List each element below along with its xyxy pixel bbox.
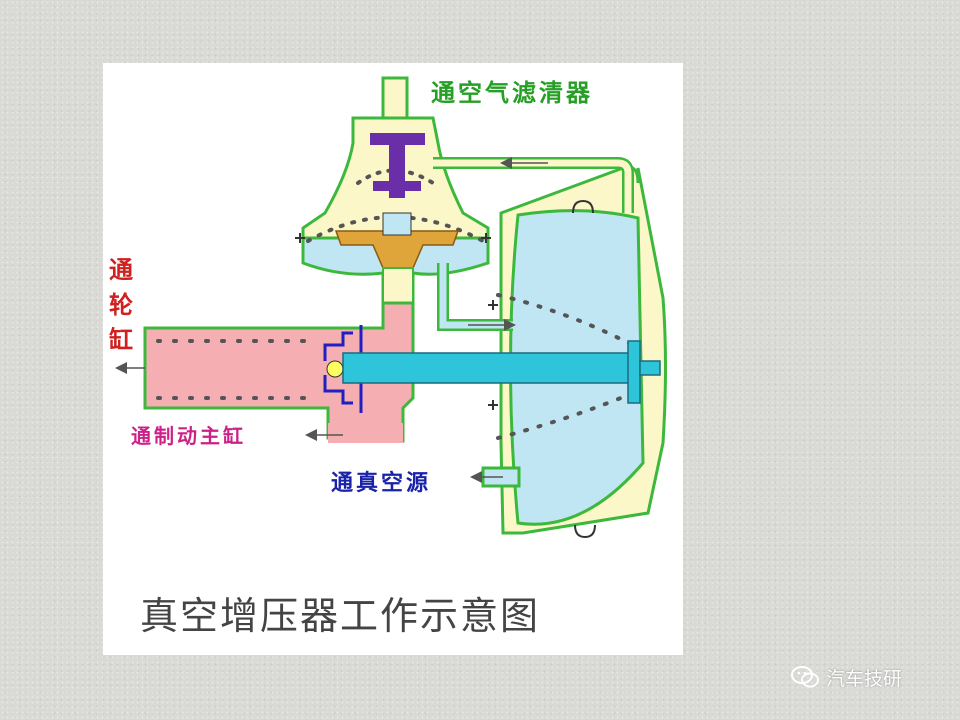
air-inlet-tube — [381, 76, 409, 120]
flange-clamps — [295, 233, 498, 410]
diaphragm-lower — [496, 391, 635, 440]
label-wheel-cylinder: 通 轮 缸 — [109, 256, 133, 354]
valve-spring — [306, 215, 485, 243]
chamber-bottom-hook — [574, 524, 596, 539]
master-outlet — [328, 423, 403, 443]
diaphragm-upper — [496, 293, 640, 350]
piston-ball — [326, 360, 344, 378]
watermark-text: 汽车技研 — [826, 667, 903, 690]
label-wheel-cylinder-2: 轮 — [109, 291, 133, 319]
piston-rod — [342, 352, 639, 384]
chamber-top-hook — [572, 199, 594, 214]
diagram-caption: 真空增压器工作示意图 — [139, 594, 540, 638]
rod-end-nut — [639, 360, 661, 376]
watermark: 汽车技研 — [790, 662, 902, 692]
valve-plunger — [382, 212, 412, 236]
label-wheel-cylinder-3: 缸 — [109, 326, 133, 354]
air-pipe-inner — [433, 159, 632, 213]
plunger-column — [382, 267, 414, 304]
label-vacuum-source: 通真空源 — [331, 470, 431, 496]
valve-stem-disc — [373, 181, 421, 191]
label-air-filter: 通空气滤清器 — [431, 79, 593, 107]
valve-stem-cap — [370, 133, 425, 145]
booster-diagram: 通空气滤清器 通 轮 缸 通制动主缸 通真空源 — [109, 76, 667, 539]
label-wheel-cylinder-1: 通 — [109, 256, 133, 284]
diagram-panel: 通空气滤清器 通 轮 缸 通制动主缸 通真空源 — [103, 63, 683, 655]
wechat-icon — [791, 666, 819, 688]
diaphragm-plate — [627, 340, 641, 404]
label-master-cylinder: 通制动主缸 — [131, 424, 246, 448]
